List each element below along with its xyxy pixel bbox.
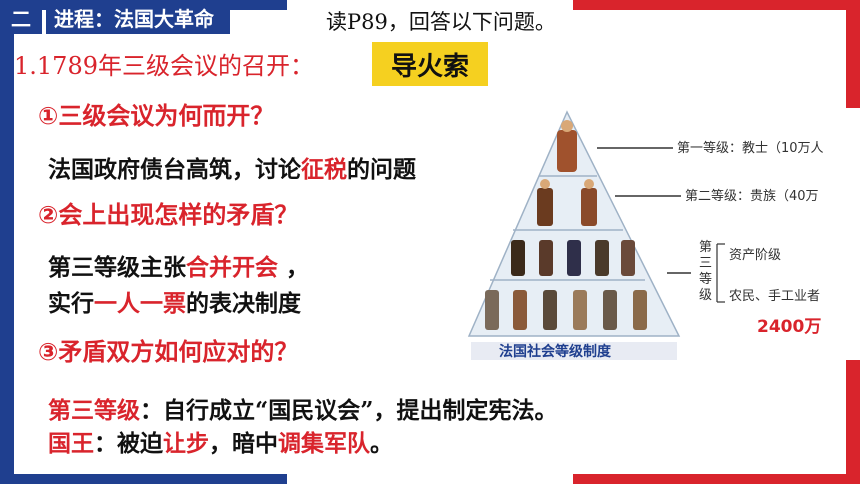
answer-3-end: 。 bbox=[370, 430, 393, 457]
answer-3-troops: 调集军队 bbox=[278, 430, 370, 457]
label-second-estate: 第二等级：贵族（40万 bbox=[685, 188, 819, 204]
answer-2-line2-pre: 实行 bbox=[48, 290, 94, 317]
figures-first-estate bbox=[557, 120, 577, 172]
reading-prompt: 读P89，回答以下问题。 bbox=[326, 10, 556, 34]
social-pyramid-figure: 第一等级：教士（10万人 第二等级：贵族（40万 第 三 等 级 资产阶级 农民… bbox=[455, 108, 860, 360]
answer-3-line1-post: ：自行成立“国民议会”，提出制定宪法。 bbox=[140, 397, 558, 424]
answer-3-mid1: ：被迫 bbox=[94, 430, 163, 457]
answer-3-line2: 国王：被迫让步，暗中调集军队。 bbox=[48, 424, 393, 458]
answer-2-line1-post: ， bbox=[278, 254, 310, 281]
answer-3-third-estate: 第三等级 bbox=[48, 397, 140, 424]
bottom-border-red bbox=[573, 474, 860, 484]
figures-second-estate bbox=[537, 179, 597, 226]
answer-2-line1: 第三等级主张合并开会 ， bbox=[48, 248, 309, 282]
population-label: 2400万 bbox=[757, 317, 821, 337]
flag-stripe-blue bbox=[0, 0, 14, 484]
section-title: 进程：法国大革命 bbox=[46, 0, 230, 34]
answer-2-line2-post: 的表决制度 bbox=[186, 290, 301, 317]
answer-2-line1-pre: 第三等级主张 bbox=[48, 254, 186, 281]
label-third-estate-2: 三 bbox=[699, 256, 712, 271]
question-3: ③矛盾双方如何应对的？ bbox=[38, 338, 299, 366]
label-third-estate-1: 第 bbox=[699, 240, 712, 255]
bottom-border-blue bbox=[0, 474, 287, 484]
figures-third-estate-lower bbox=[485, 290, 647, 330]
figures-third-estate-upper bbox=[511, 240, 635, 276]
question-1: ①三级会议为何而开？ bbox=[38, 102, 275, 130]
pyramid-caption: 法国社会等级制度 bbox=[499, 343, 612, 360]
answer-2-line1-highlight: 合并开会 bbox=[186, 254, 278, 281]
answer-2-line2-highlight: 一人一票 bbox=[94, 290, 186, 317]
section-number: 二 bbox=[0, 0, 42, 34]
label-first-estate: 第一等级：教士（10万人 bbox=[677, 140, 824, 156]
answer-1-post: 的问题 bbox=[347, 156, 416, 183]
topic-heading: 1.1789年三级会议的召开： bbox=[14, 52, 314, 80]
top-border-red bbox=[573, 0, 860, 10]
section-header: 二 进程：法国大革命 bbox=[0, 0, 230, 34]
label-peasants: 农民、手工业者 bbox=[729, 289, 820, 304]
answer-1-pre: 法国政府债台高筑，讨论 bbox=[48, 156, 301, 183]
answer-3-king: 国王 bbox=[48, 430, 94, 457]
answer-3-concede: 让步 bbox=[163, 430, 209, 457]
label-third-estate-3: 等 bbox=[699, 271, 712, 287]
answer-2-line2: 实行一人一票的表决制度 bbox=[48, 284, 301, 318]
answer-3-mid2: ，暗中 bbox=[209, 430, 278, 457]
label-bourgeoisie: 资产阶级 bbox=[729, 248, 781, 263]
fuse-label: 导火索 bbox=[372, 42, 488, 86]
question-2: ②会上出现怎样的矛盾？ bbox=[38, 201, 299, 229]
answer-1-highlight: 征税 bbox=[301, 156, 347, 183]
answer-1: 法国政府债台高筑，讨论征税的问题 bbox=[48, 150, 416, 184]
label-third-estate-4: 级 bbox=[699, 288, 712, 303]
answer-3-line1: 第三等级：自行成立“国民议会”，提出制定宪法。 bbox=[48, 391, 557, 425]
